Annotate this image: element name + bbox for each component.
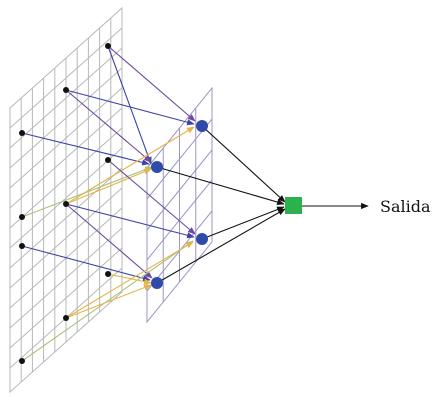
input-node: [19, 130, 25, 136]
edge: [65, 241, 194, 319]
input-node: [19, 358, 25, 364]
hidden-node: [151, 277, 163, 289]
input-nodes: [19, 43, 111, 364]
hidden-nodes: [151, 120, 208, 289]
edge: [21, 132, 150, 166]
input-node: [105, 157, 111, 163]
input-node: [105, 43, 111, 49]
edge: [107, 45, 196, 122]
hidden-to-output-edges: [156, 125, 286, 284]
input-grid-border: [9, 6, 123, 394]
edge: [107, 45, 152, 165]
edge: [65, 203, 153, 279]
input-node: [19, 243, 25, 249]
output-label: Salida: [380, 197, 431, 216]
edge: [107, 273, 152, 285]
edge: [156, 166, 285, 206]
input-node: [63, 201, 69, 207]
input-node: [19, 214, 25, 220]
edge: [201, 206, 285, 240]
output-node: [285, 197, 302, 214]
edge: [65, 168, 152, 205]
hidden-node: [196, 233, 208, 245]
edge: [21, 240, 194, 362]
edge: [65, 284, 152, 319]
hidden-node: [196, 120, 208, 132]
edge: [65, 89, 195, 126]
hidden-node: [151, 161, 163, 173]
edge: [107, 159, 196, 235]
input-to-hidden-edges: [21, 45, 196, 362]
edge: [65, 126, 195, 205]
input-grid: [9, 6, 123, 394]
edge: [201, 125, 286, 203]
input-node: [63, 87, 69, 93]
edge: [156, 208, 286, 284]
edge: [65, 203, 195, 239]
edge: [21, 245, 151, 282]
edge: [65, 89, 152, 163]
input-node: [63, 315, 69, 321]
input-node: [105, 271, 111, 277]
